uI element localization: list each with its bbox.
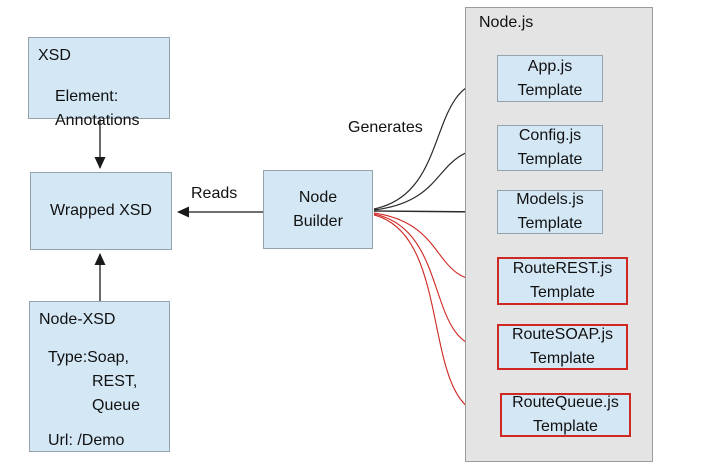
template-name: RouteQueue.js [512,394,619,411]
node-builder-node: Node Builder [263,170,373,249]
node-builder-label-line: Builder [293,212,343,230]
template-name: Models.js [516,191,584,208]
template-kind: Template [517,151,583,168]
template-config-js: Config.js Template [497,125,603,171]
node-xsd-line: Type:Soap, [48,349,129,366]
template-name: RouteSOAP.js [511,326,614,343]
template-models-js: Models.js Template [497,190,603,234]
node-xsd-title: Node-XSD [39,311,116,328]
template-name: App.js [527,57,573,75]
xsd-node-line: Element: [55,88,119,105]
template-kind: Template [533,418,598,435]
template-kind: Template [517,215,583,232]
reads-edge-label: Reads [191,185,238,202]
template-name: Config.js [518,127,582,144]
xsd-node: XSD Element: Annotations [28,37,170,129]
template-kind: Template [517,81,583,99]
node-xsd-line: Url: /Demo [48,432,125,449]
template-routesoap-js: RouteSOAP.js Template [497,324,628,370]
node-builder-label-line: Node [298,188,338,206]
wrapped-xsd-label: Wrapped XSD [50,202,152,219]
template-kind: Template [530,284,595,301]
generates-edge-label: Generates [348,119,423,136]
xsd-node-line: Annotations [55,112,140,129]
template-name: RouteREST.js [512,260,613,277]
xsd-node-title: XSD [38,47,71,64]
template-app-js: App.js Template [497,55,603,102]
template-kind: Template [530,350,595,367]
template-routerest-js: RouteREST.js Template [497,257,628,305]
template-routequeue-js: RouteQueue.js Template [500,393,631,437]
nodejs-group-label: Node.js [479,14,534,31]
wrapped-xsd-node: Wrapped XSD [30,172,172,250]
node-xsd-line: Queue [92,397,141,414]
node-xsd-node: Node-XSD Type:Soap, REST, Queue Url: /De… [29,301,170,452]
node-xsd-line: REST, [92,373,138,390]
